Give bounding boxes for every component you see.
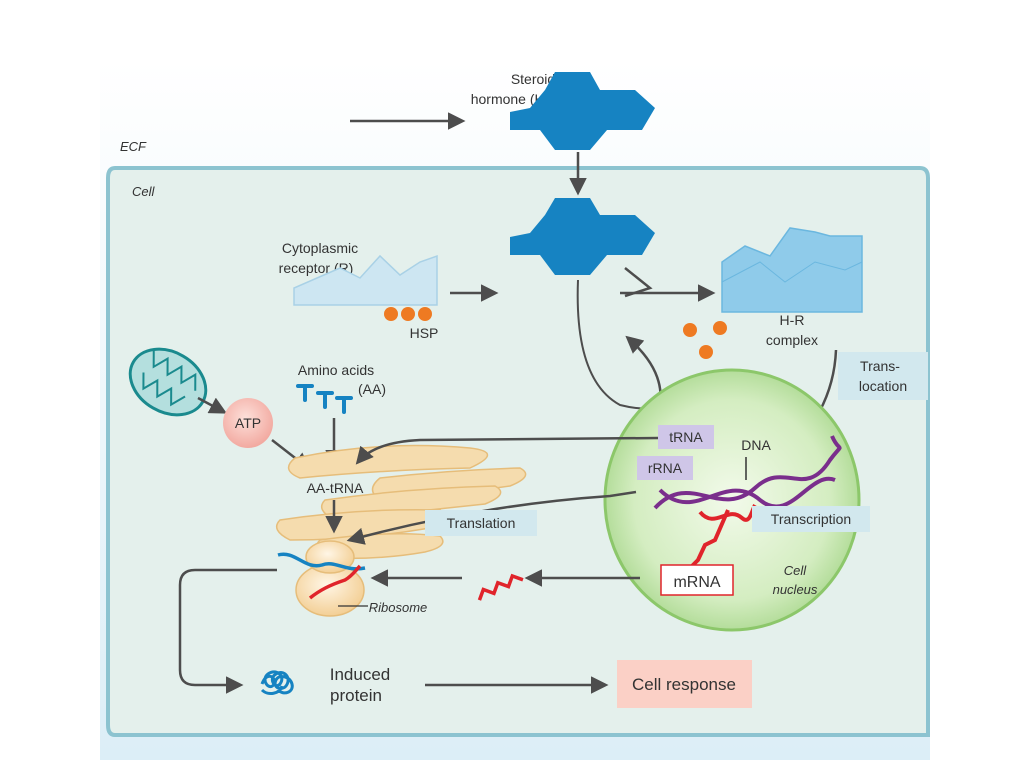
released-hsp-dot — [683, 323, 697, 337]
dna-strand-b — [658, 476, 836, 509]
mrna-tail — [686, 509, 730, 572]
released-hsp-dot — [713, 321, 727, 335]
cell-response-label: Cell response — [632, 675, 736, 694]
translocation-label-2: location — [859, 378, 907, 394]
translation-label: Translation — [447, 515, 516, 531]
hsp-dot — [384, 307, 398, 321]
mrna-box — [660, 564, 734, 596]
steroid-label-2: hormone (H) — [471, 91, 550, 107]
induced-protein-label-1: Induced — [330, 665, 391, 684]
trna-box — [658, 425, 714, 449]
hsp-dot — [401, 307, 415, 321]
aa-trna-label: AA-tRNA — [307, 480, 364, 496]
transcription-box — [752, 506, 870, 532]
translocation-label-1: Trans- — [860, 358, 900, 374]
hr-label-2: complex — [766, 332, 818, 348]
translocation-box — [838, 352, 928, 400]
rrna-label: rRNA — [648, 460, 683, 476]
released-hsp-dot — [699, 345, 713, 359]
hr-label-1: H-R — [780, 312, 805, 328]
atp-circle — [223, 398, 273, 448]
ribosome-trna — [277, 552, 366, 571]
trna-label: tRNA — [669, 429, 703, 445]
transcription-label: Transcription — [771, 511, 851, 527]
atp-label: ATP — [235, 415, 261, 431]
mitochondrion — [128, 347, 208, 417]
steroid-hormone-outside — [510, 72, 655, 150]
ribosome-label: Ribosome — [369, 600, 428, 615]
receptor-label-1: Cytoplasmic — [282, 240, 358, 256]
ribosome-to-protein-arrow — [178, 568, 277, 694]
cell-label: Cell — [132, 184, 156, 199]
induced-protein-icon — [260, 670, 294, 695]
trna-arrow — [355, 436, 659, 465]
nucleus-label-2: nucleus — [773, 582, 818, 597]
translation-box — [425, 510, 537, 536]
exported-mrna — [477, 573, 524, 601]
amino-label-2: (AA) — [358, 381, 386, 397]
rrna-box — [637, 456, 693, 480]
mrna-label: mRNA — [673, 574, 720, 591]
mito-to-atp-arrow — [197, 396, 228, 414]
amino-acid-icons — [296, 384, 353, 414]
induced-protein-label-2: protein — [330, 686, 382, 705]
hsp-dot — [418, 307, 432, 321]
hsp-label: HSP — [410, 325, 439, 341]
hr-complex-shape — [721, 227, 863, 313]
dna-label: DNA — [741, 437, 771, 453]
dna-strand-a — [653, 435, 842, 510]
steroid-label-1: Steroid — [511, 71, 555, 87]
steroid-hormone-inside — [510, 198, 655, 275]
mitochondrion-cristae — [142, 350, 197, 407]
ribosome-mrna — [308, 564, 362, 600]
ecf-label: ECF — [120, 139, 147, 154]
amino-label-1: Amino acids — [298, 362, 374, 378]
cell-response-box — [617, 660, 752, 708]
hr-complex-ridge — [721, 261, 863, 283]
nucleus-label-1: Cell — [784, 563, 808, 578]
cytoplasmic-receptor — [293, 254, 438, 306]
